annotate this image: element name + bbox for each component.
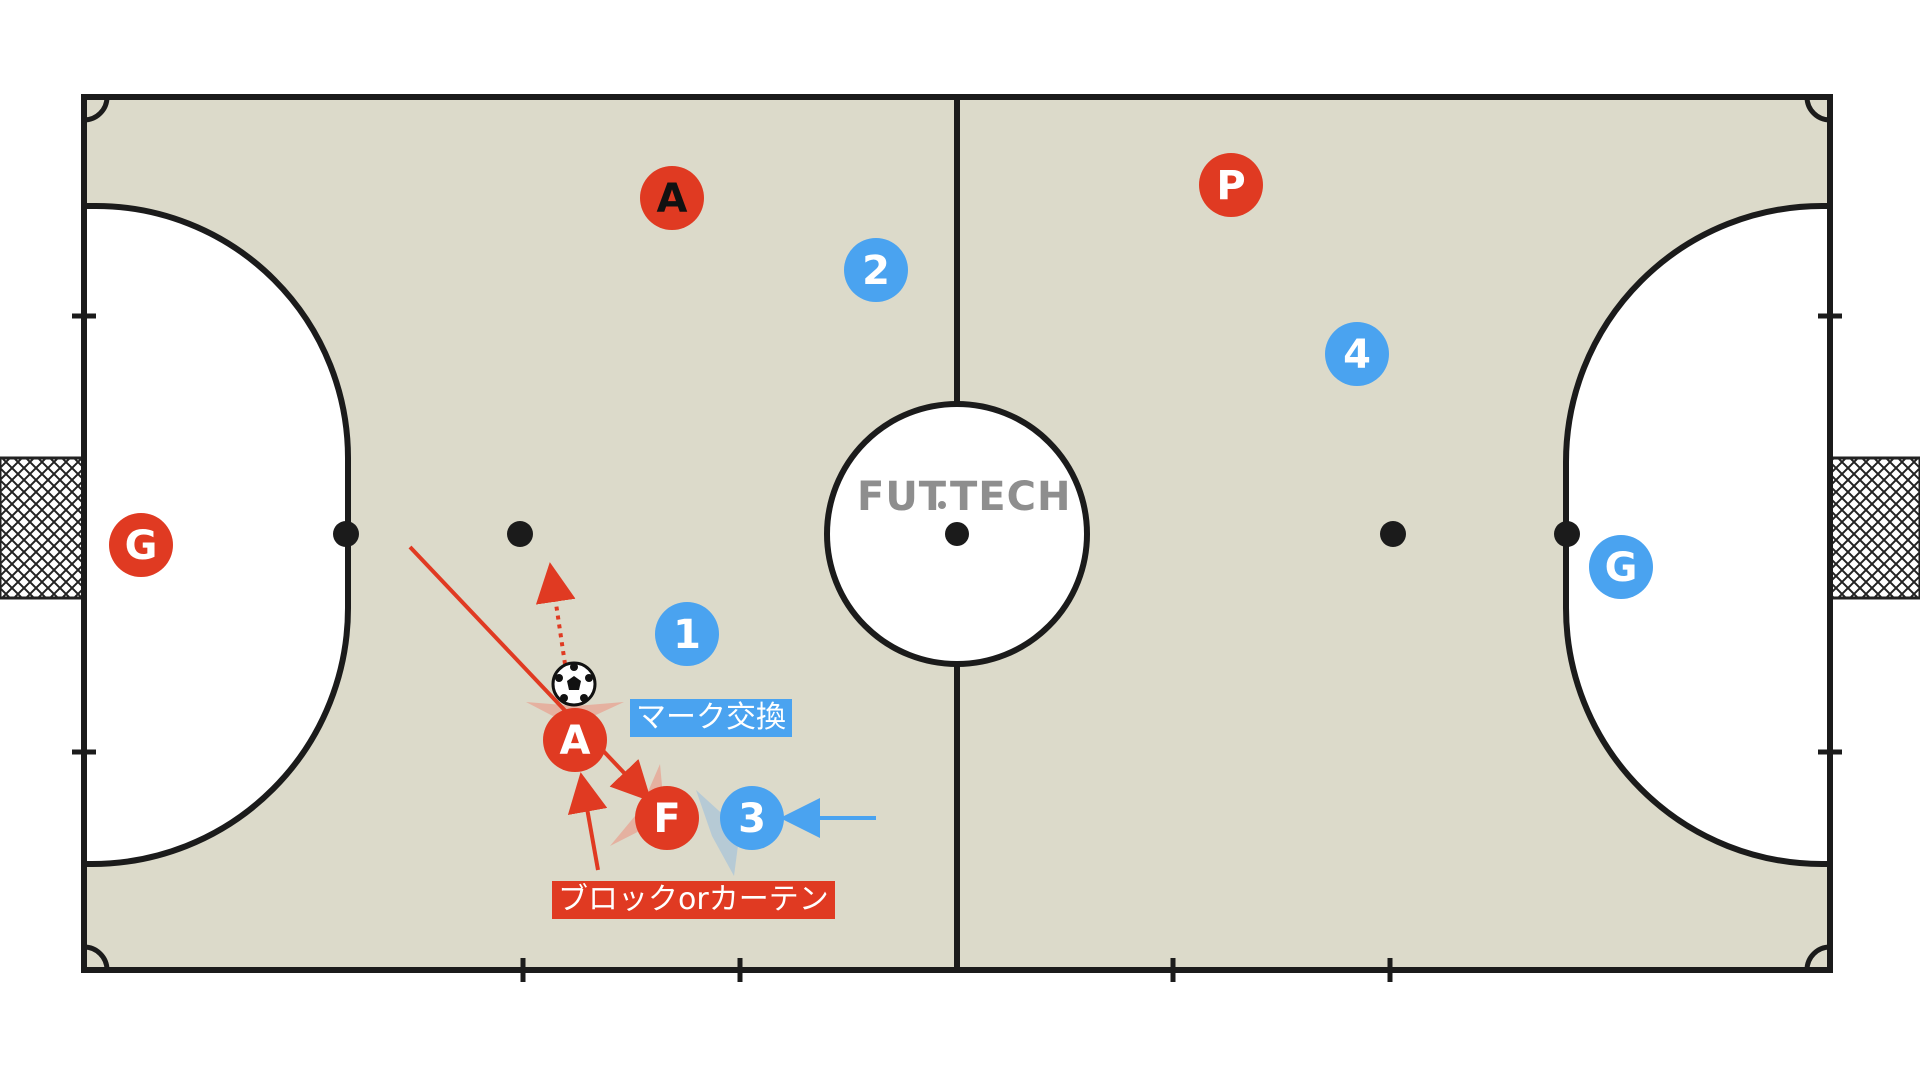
svg-text:A: A bbox=[657, 176, 688, 222]
player-defense-goalkeeper[interactable]: G bbox=[1589, 535, 1653, 599]
logo-text-right: TECH bbox=[950, 474, 1071, 520]
player-attack-f[interactable]: F bbox=[635, 786, 699, 850]
block-or-curtain-label: ブロックorカーテン bbox=[552, 881, 835, 919]
svg-text:A: A bbox=[560, 718, 591, 764]
corner-arc-top-right bbox=[1804, 96, 1831, 123]
player-attack-p[interactable]: P bbox=[1199, 153, 1263, 217]
corner-arc-top-left bbox=[83, 96, 110, 123]
svg-text:3: 3 bbox=[738, 796, 766, 842]
soccer-ball-icon bbox=[551, 661, 597, 707]
player-defense-2[interactable]: 2 bbox=[844, 238, 908, 302]
player-attack-a-top[interactable]: A bbox=[640, 166, 704, 230]
player-defense-1[interactable]: 1 bbox=[655, 602, 719, 666]
corner-arc-bottom-right bbox=[1804, 944, 1831, 971]
left-goal-net bbox=[0, 456, 86, 600]
corner-arc-bottom-left bbox=[83, 944, 110, 971]
left-second-penalty-spot bbox=[507, 521, 533, 547]
svg-text:G: G bbox=[1605, 545, 1638, 591]
player-attack-a-ball[interactable]: A bbox=[543, 708, 607, 772]
left-penalty-spot bbox=[333, 521, 359, 547]
svg-text:4: 4 bbox=[1343, 332, 1371, 378]
svg-text:G: G bbox=[125, 523, 158, 569]
left-penalty-area bbox=[81, 203, 351, 867]
right-penalty-spot bbox=[1554, 521, 1580, 547]
screen-arrow bbox=[567, 772, 608, 871]
right-goal-net bbox=[1828, 456, 1920, 600]
shadow-mark-3 bbox=[696, 790, 740, 876]
logo-text-left: FUT bbox=[857, 474, 947, 520]
center-spot bbox=[945, 522, 969, 546]
ball-movement-arrow bbox=[535, 562, 576, 665]
logo-ball-icon bbox=[938, 501, 946, 509]
svg-text:2: 2 bbox=[862, 248, 890, 294]
svg-text:P: P bbox=[1216, 163, 1245, 209]
right-second-penalty-spot bbox=[1380, 521, 1406, 547]
player-attack-goalkeeper[interactable]: G bbox=[109, 513, 173, 577]
player-defense-4[interactable]: 4 bbox=[1325, 322, 1389, 386]
player-defense-3[interactable]: 3 bbox=[720, 786, 784, 850]
mark-switch-label: マーク交換 bbox=[630, 699, 792, 737]
tick-marks bbox=[72, 313, 1842, 982]
svg-text:F: F bbox=[653, 796, 680, 842]
right-penalty-area bbox=[1563, 203, 1833, 867]
block-path-arrow bbox=[408, 545, 652, 802]
svg-text:1: 1 bbox=[673, 612, 701, 658]
